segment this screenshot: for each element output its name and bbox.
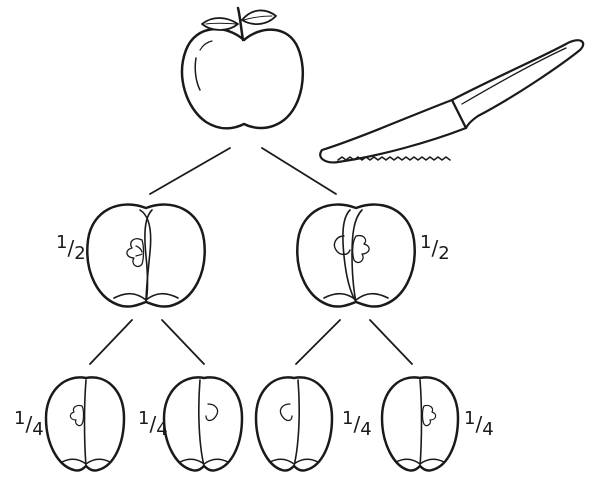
quarter-apple-2 [162,376,244,472]
fraction-slash: / [431,236,439,260]
branch-right-half-to-q4 [369,319,413,365]
half-apple-left [86,203,206,308]
fraction-slash: / [67,236,75,260]
branch-left-half-to-q1 [89,319,133,365]
branch-lines [89,147,413,365]
knife-handle [450,39,585,130]
apple-stem [236,6,245,42]
knife-blade [319,98,468,164]
fraction-numerator: 1 [464,408,476,429]
knife-handle-inner [461,47,567,105]
fraction-label-quarter-3: 1/4 [342,410,372,439]
fraction-denominator: 4 [482,419,494,440]
fraction-label-quarter-1: 1/4 [14,410,44,439]
fraction-denominator: 2 [438,243,450,264]
fraction-numerator: 1 [138,408,150,429]
apple-body [180,27,305,130]
branch-whole-to-right-half [261,147,337,195]
quarter-apple-1 [44,376,126,472]
branch-whole-to-left-half [149,147,231,195]
fraction-slash: / [475,412,483,436]
fraction-label-quarter-2: 1/4 [138,410,168,439]
fraction-numerator: 1 [420,232,432,253]
apple-seeds-icon [352,234,370,264]
whole-apple [180,6,305,130]
branch-left-half-to-q2 [161,319,205,365]
fraction-denominator: 4 [156,419,168,440]
fraction-numerator: 1 [14,408,26,429]
leaf-left-icon [201,17,239,31]
apple-highlight-2 [199,40,213,51]
apple-core-icon [279,403,293,422]
fraction-numerator: 1 [56,232,68,253]
apple-seeds-icon [69,404,85,427]
quarter-apple-3 [254,376,334,472]
fraction-slash: / [25,412,33,436]
quarter-apple-4 [380,376,460,472]
fraction-label-quarter-4: 1/4 [464,410,494,439]
branch-right-half-to-q3 [295,319,341,365]
fraction-denominator: 2 [74,243,86,264]
knife-serration [337,156,451,161]
knife-icon [319,39,585,164]
fraction-numerator: 1 [342,408,354,429]
fraction-label-half-right: 1/2 [420,234,450,263]
knife-bolster [451,99,467,129]
fraction-denominator: 4 [360,419,372,440]
fraction-slash: / [353,412,361,436]
fraction-slash: / [149,412,157,436]
fraction-label-half-left: 1/2 [56,234,86,263]
apple-highlight [194,57,201,91]
apple-seeds-icon [421,404,437,427]
apple-core-icon [205,403,219,422]
apple-seeds-icon [126,238,145,268]
half-apple-right [296,203,416,308]
fraction-denominator: 4 [32,419,44,440]
apple-core-icon [333,235,351,256]
